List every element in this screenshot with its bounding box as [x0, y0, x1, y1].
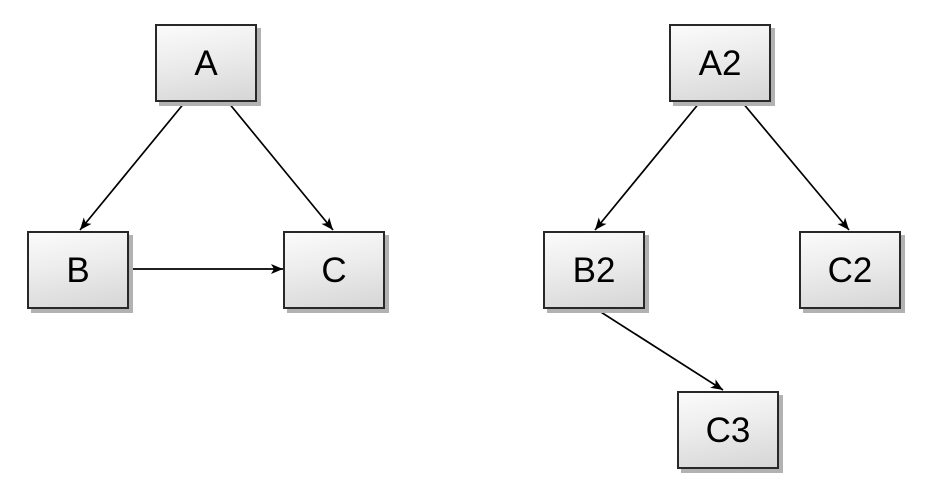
node-A-label: A — [194, 43, 218, 83]
node-B2[interactable]: B2 — [543, 231, 645, 309]
node-C3-label: C3 — [705, 410, 751, 450]
edge-A2-to-C2[interactable] — [741, 101, 850, 231]
node-C2-label: C2 — [827, 250, 873, 290]
node-C3[interactable]: C3 — [677, 391, 779, 469]
edge-A-to-B[interactable] — [79, 101, 186, 231]
node-A2[interactable]: A2 — [669, 24, 771, 102]
node-C-label: C — [321, 250, 347, 290]
node-A[interactable]: A — [155, 24, 257, 102]
node-B[interactable]: B — [27, 231, 129, 309]
node-B-label: B — [66, 250, 90, 290]
edge-A2-to-B2[interactable] — [594, 101, 701, 231]
node-C[interactable]: C — [283, 231, 385, 309]
node-A2-label: A2 — [698, 43, 742, 83]
edge-B2-to-C3[interactable] — [592, 306, 724, 391]
node-B2-label: B2 — [572, 250, 616, 290]
node-C2[interactable]: C2 — [799, 231, 901, 309]
edge-A-to-C[interactable] — [227, 101, 334, 231]
